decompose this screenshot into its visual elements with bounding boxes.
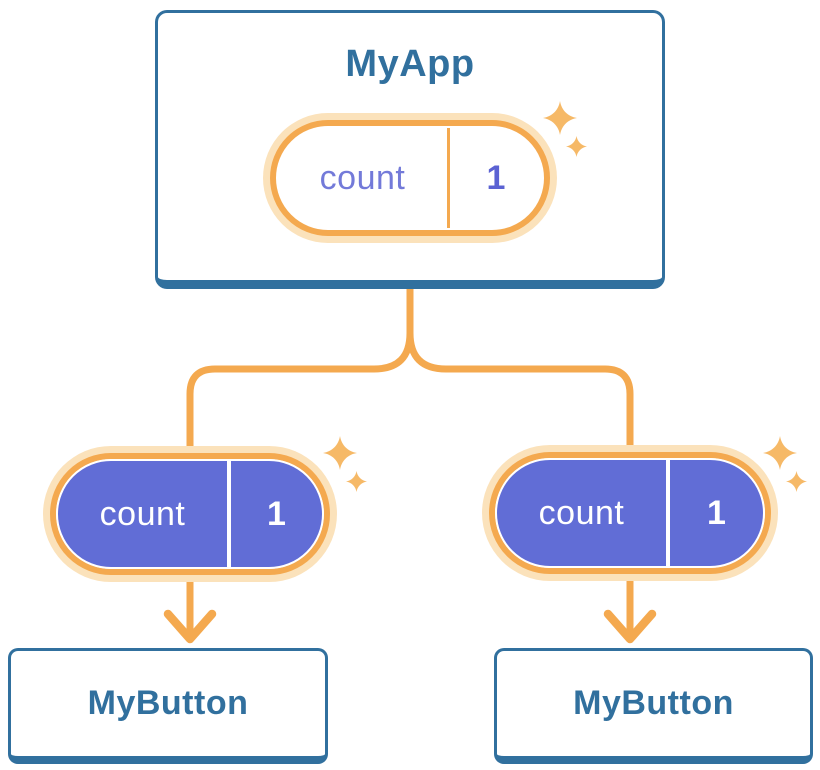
state-value: 1: [486, 158, 506, 197]
prop-name: count: [538, 493, 625, 532]
state-pill-myapp: count 1: [263, 113, 557, 243]
component-title: MyButton: [87, 684, 249, 722]
component-card-mybutton-left: MyButton: [8, 648, 328, 764]
component-card-mybutton-right: MyButton: [494, 648, 813, 764]
prop-name: count: [99, 494, 186, 533]
component-title: MyApp: [345, 43, 475, 85]
arrow-down-icon: [603, 609, 657, 644]
arrow-down-icon: [163, 609, 217, 644]
sparkle-icon: [543, 101, 587, 157]
pill-divider: [666, 460, 670, 566]
state-name: count: [319, 158, 406, 197]
component-title: MyButton: [573, 684, 734, 722]
pill-divider: [227, 461, 231, 567]
sparkle-icon: [323, 436, 367, 492]
prop-pill-right: count 1: [482, 445, 778, 581]
state-pill-ring: count 1: [270, 120, 550, 236]
prop-pill-ring: count 1: [50, 453, 330, 575]
prop-value: 1: [707, 493, 726, 532]
prop-value: 1: [267, 494, 286, 533]
pill-divider: [447, 128, 450, 228]
connector-right-branch: [406, 280, 634, 636]
prop-pill-ring: count 1: [489, 452, 771, 574]
prop-pill-left: count 1: [43, 446, 337, 582]
sparkle-icon: [763, 436, 807, 492]
